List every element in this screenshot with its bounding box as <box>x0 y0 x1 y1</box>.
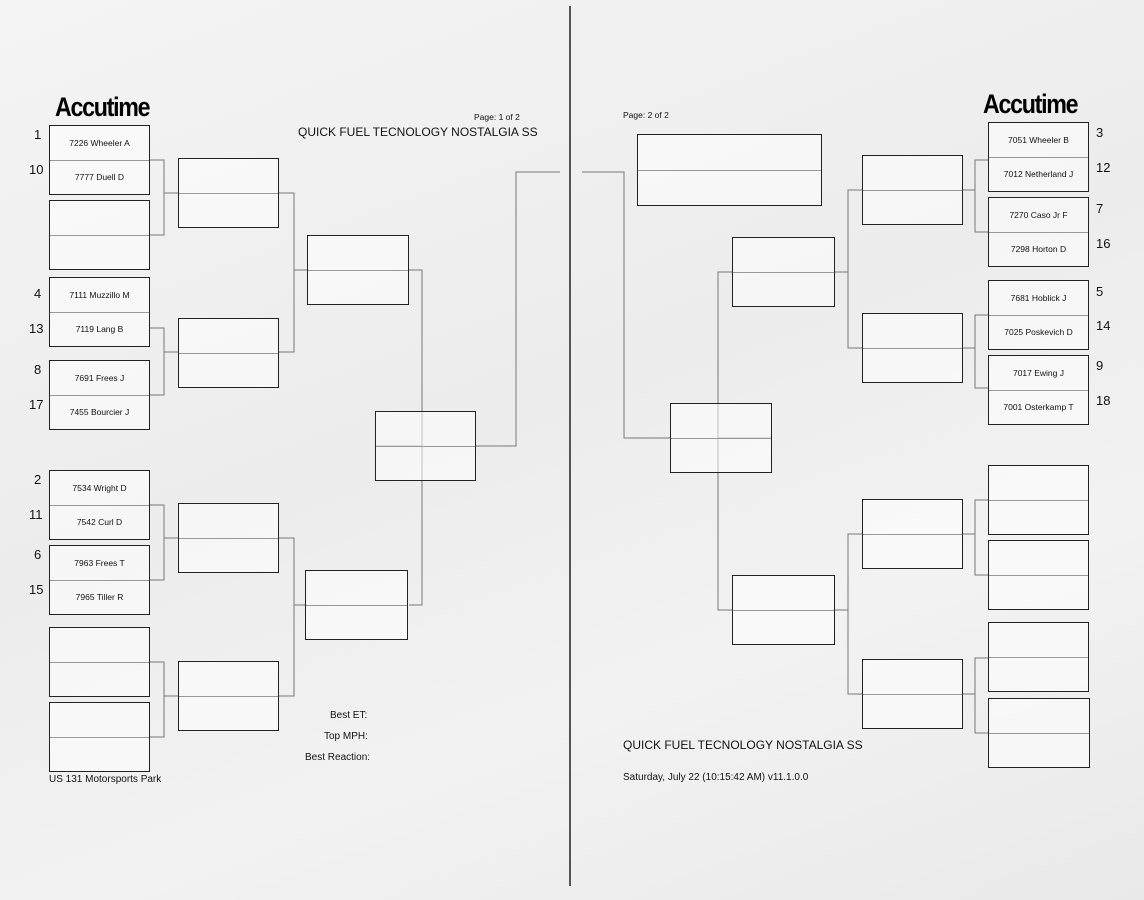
quarterfinal-box <box>732 575 835 645</box>
round2-box <box>862 659 963 729</box>
entrant-slot: 7298 Horton D <box>1010 244 1067 254</box>
entrant-slot: 7119 Lang B <box>75 324 124 334</box>
entrant-slot <box>50 201 149 235</box>
entrant-slot: 7965 Tiller R <box>75 592 124 602</box>
matchup-box: 7691 Frees J 7455 Bourcier J <box>49 360 150 430</box>
matchup-box: 7270 Caso Jr F 7298 Horton D <box>988 197 1089 267</box>
quarterfinal-box <box>732 237 835 307</box>
matchup-box: 7111 Muzzillo M 7119 Lang B <box>49 277 150 347</box>
quarterfinal-box <box>307 235 409 305</box>
semifinal-box <box>670 403 772 473</box>
entrant-slot: 7963 Frees T <box>74 558 125 568</box>
best-reaction-label: Best Reaction: <box>305 752 371 763</box>
matchup-box: 7226 Wheeler A 7777 Duell D <box>49 125 150 195</box>
entrant-slot <box>989 575 1088 609</box>
matchup-box: 7534 Wright D 7542 Curl D <box>49 470 150 540</box>
seed-number: 3 <box>1096 125 1104 140</box>
seed-number: 5 <box>1096 284 1104 299</box>
event-title-top: QUICK FUEL TECNOLOGY NOSTALGIA SS <box>298 125 538 139</box>
matchup-box <box>988 622 1089 692</box>
round2-box <box>862 499 963 569</box>
entrant-slot: 7012 Netherland J <box>1003 169 1074 179</box>
seed-number: 4 <box>34 286 42 301</box>
matchup-box <box>988 540 1089 610</box>
semifinal-box <box>375 411 476 481</box>
event-title-bottom: QUICK FUEL TECNOLOGY NOSTALGIA SS <box>623 738 863 752</box>
round2-box <box>862 313 963 383</box>
entrant-slot <box>989 623 1088 657</box>
entrant-slot <box>50 737 149 771</box>
round2-box <box>178 503 279 573</box>
seed-number: 16 <box>1096 236 1111 251</box>
round2-box <box>178 661 279 731</box>
matchup-box: 7963 Frees T 7965 Tiller R <box>49 545 150 615</box>
accutime-logo-left: Accutime <box>55 92 150 122</box>
entrant-slot: 7226 Wheeler A <box>69 138 130 148</box>
matchup-box <box>988 698 1090 768</box>
round2-box <box>178 318 279 388</box>
entrant-slot <box>989 466 1088 500</box>
seed-number: 13 <box>29 321 44 336</box>
seed-number: 11 <box>29 507 43 522</box>
seed-number: 14 <box>1096 318 1111 333</box>
entrant-slot: 7455 Bourcier J <box>69 407 130 417</box>
entrant-slot <box>50 235 149 269</box>
seed-number: 6 <box>34 547 42 562</box>
quarterfinal-box <box>305 570 408 640</box>
matchup-box <box>49 702 150 772</box>
page-number-right: Page: 2 of 2 <box>623 110 669 120</box>
entrant-slot: 7111 Muzzillo M <box>69 290 130 300</box>
seed-number: 17 <box>29 397 44 412</box>
entrant-slot: 7681 Hoblick J <box>1010 293 1067 303</box>
page-fold-divider <box>569 6 571 886</box>
seed-number: 2 <box>34 472 42 487</box>
matchup-box <box>49 200 150 270</box>
track-name: US 131 Motorsports Park <box>49 774 162 785</box>
seed-number: 8 <box>34 362 42 377</box>
entrant-slot <box>50 662 149 696</box>
entrant-slot <box>989 541 1088 575</box>
matchup-box: 7017 Ewing J 7001 Osterkamp T <box>988 355 1089 425</box>
entrant-slot <box>989 699 1089 733</box>
entrant-slot: 7777 Duell D <box>74 172 125 182</box>
final-box <box>637 134 822 206</box>
entrant-slot <box>50 628 149 662</box>
entrant-slot <box>989 733 1089 767</box>
matchup-box <box>988 465 1089 535</box>
matchup-box: 7051 Wheeler B 7012 Netherland J <box>988 122 1089 192</box>
best-et-label: Best ET: <box>330 710 368 721</box>
page-number-left: Page: 1 of 2 <box>474 112 520 122</box>
entrant-slot: 7542 Curl D <box>76 517 123 527</box>
entrant-slot: 7534 Wright D <box>72 483 127 493</box>
entrant-slot: 7691 Frees J <box>74 373 125 383</box>
top-mph-label: Top MPH: <box>324 731 368 742</box>
seed-number: 18 <box>1096 393 1111 408</box>
seed-number: 7 <box>1096 201 1104 216</box>
seed-number: 12 <box>1096 160 1111 175</box>
matchup-box <box>49 627 150 697</box>
entrant-slot: 7001 Osterkamp T <box>1003 402 1074 412</box>
entrant-slot: 7270 Caso Jr F <box>1009 210 1068 220</box>
accutime-logo-right: Accutime <box>983 89 1078 119</box>
entrant-slot <box>989 657 1088 691</box>
seed-number: 9 <box>1096 358 1104 373</box>
entrant-slot: 7017 Ewing J <box>1012 368 1065 378</box>
entrant-slot: 7025 Poskevich D <box>1004 327 1073 337</box>
matchup-box: 7681 Hoblick J 7025 Poskevich D <box>988 280 1089 350</box>
entrant-slot <box>50 703 149 737</box>
seed-number: 15 <box>29 582 44 597</box>
round2-box <box>862 155 963 225</box>
entrant-slot <box>989 500 1088 534</box>
print-datestamp: Saturday, July 22 (10:15:42 AM) v11.1.0.… <box>623 772 809 783</box>
entrant-slot: 7051 Wheeler B <box>1008 135 1069 145</box>
seed-number: 1 <box>34 127 42 142</box>
seed-number: 10 <box>29 162 44 177</box>
round2-box <box>178 158 279 228</box>
